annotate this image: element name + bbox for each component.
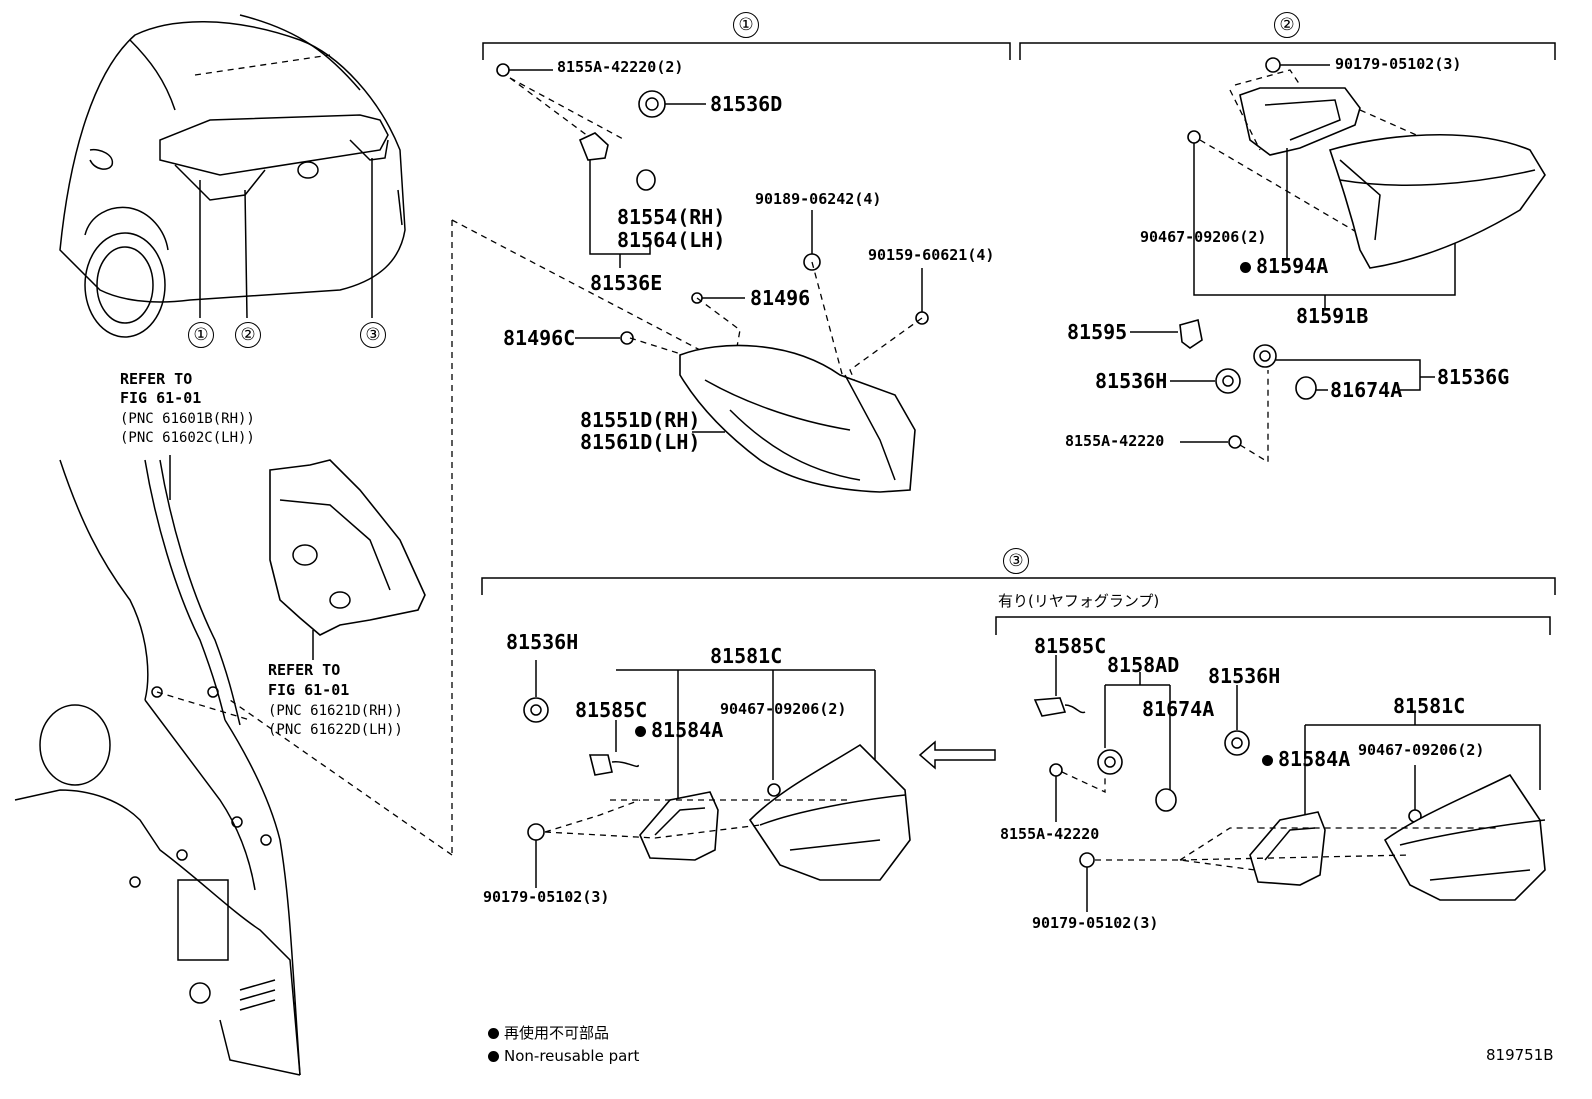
g1-part-8155A: 8155A-42220(2) [557,58,684,76]
g3r-part-81584A-text: 81584A [1278,747,1351,771]
g3r-part-81674A: 81674A [1142,697,1215,721]
g2-part-81591B: 81591B [1296,304,1369,328]
g3l-part-81584A: 81584A [635,720,723,740]
body-panel-illustration [14,219,701,1076]
g3r-part-90179: 90179-05102(3) [1032,914,1159,932]
nonreusable-dot-icon [1240,262,1251,273]
section-marker-3: ③ [1003,548,1029,574]
g2-part-90179: 90179-05102(3) [1335,55,1462,73]
g3-fog-lamp-note: 有り(リヤフォグランプ) [998,592,1160,610]
refer-2-line1: REFER TO [268,661,341,679]
g3l-part-81585C: 81585C [575,698,648,722]
g2-part-81594A: 81594A [1240,256,1328,276]
refer-2-line2: FIG 61-01 [268,681,350,699]
car-marker-3: ③ [360,322,386,348]
g3r-part-81584A: 81584A [1262,749,1350,769]
g2-part-8155A: 8155A-42220 [1065,432,1165,450]
g3l-part-81581C: 81581C [710,644,783,668]
g3l-part-90467: 90467-09206(2) [720,700,847,718]
refer-1-line3: (PNC 61601B(RH)) [120,411,255,427]
g3r-part-81585C: 81585C [1034,634,1107,658]
g1-part-81496: 81496 [750,286,811,310]
section-marker-2: ② [1274,12,1300,38]
legend-en: Non-reusable part [488,1047,639,1065]
g3r-part-81581C: 81581C [1393,694,1466,718]
nonreusable-dot-icon [488,1051,499,1062]
car-rear-illustration [59,14,406,338]
car-marker-2: ② [235,322,261,348]
refer-1-line4: (PNC 61602C(LH)) [120,430,255,446]
legend-en-text: Non-reusable part [504,1047,640,1065]
figure-id: 819751B [1486,1046,1554,1064]
section-marker-1: ① [733,12,759,38]
group3-left-parts [523,660,996,888]
section-brackets [481,42,1556,635]
refer-2-line3: (PNC 61621D(RH)) [268,703,403,719]
g1-part-90159: 90159-60621(4) [868,246,995,264]
g1-part-81536D: 81536D [710,92,783,116]
g3l-part-90179: 90179-05102(3) [483,888,610,906]
refer-1-line2: FIG 61-01 [120,389,202,407]
g3r-part-8158AD: 8158AD [1107,653,1180,677]
nonreusable-dot-icon [1262,755,1273,766]
bracket-illustration [269,459,426,660]
g2-part-81674A: 81674A [1330,378,1403,402]
g2-part-81536G: 81536G [1437,365,1510,389]
g2-part-90467: 90467-09206(2) [1140,228,1267,246]
group1-parts [496,63,929,493]
g1-part-81551D: 81551D(RH) [580,408,701,432]
g1-part-81554: 81554(RH) [617,205,726,229]
legend-jp-text: 再使用不可部品 [504,1024,610,1042]
car-marker-1: ① [188,322,214,348]
g1-part-90189: 90189-06242(4) [755,190,882,208]
g2-part-81595: 81595 [1067,320,1128,344]
refer-2-line4: (PNC 61622D(LH)) [268,722,403,738]
g2-part-81536H: 81536H [1095,369,1168,393]
nonreusable-dot-icon [488,1028,499,1039]
g3r-part-90467: 90467-09206(2) [1358,741,1485,759]
group3-right-parts [1033,655,1546,912]
g3r-part-8155A: 8155A-42220 [1000,825,1100,843]
refer-1-line1: REFER TO [120,370,193,388]
g3l-part-81536H: 81536H [506,630,579,654]
group2-parts [1130,57,1546,464]
g1-part-81561D: 81561D(LH) [580,430,701,454]
g3r-part-81536H: 81536H [1208,664,1281,688]
g1-part-81536E: 81536E [590,271,663,295]
g1-part-81564: 81564(LH) [617,228,726,252]
g2-part-81594A-text: 81594A [1256,254,1329,278]
nonreusable-dot-icon [635,726,646,737]
g1-part-81496C: 81496C [503,326,576,350]
legend-jp: 再使用不可部品 [488,1022,609,1043]
g3l-part-81584A-text: 81584A [651,718,724,742]
